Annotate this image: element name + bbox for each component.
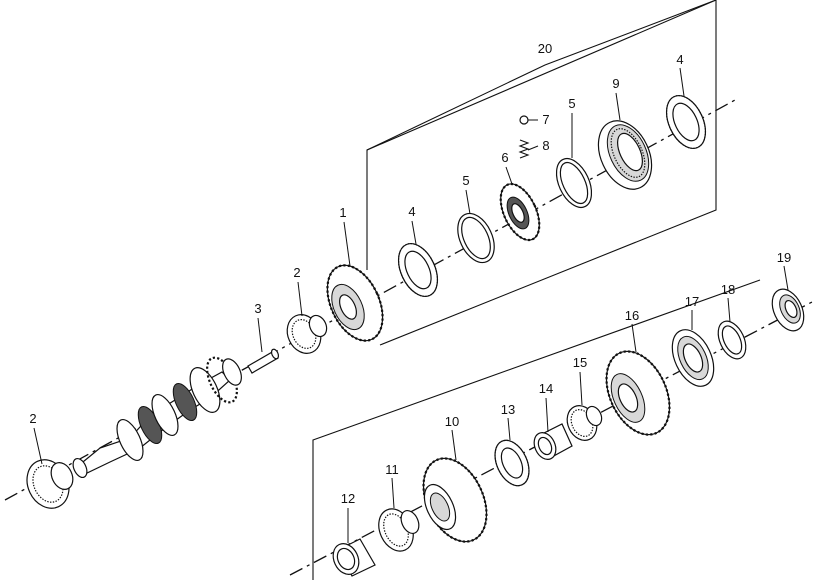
synchro-hub-6: [499, 182, 541, 242]
callout-4-right: 4: [676, 52, 683, 67]
gear-10: [422, 457, 488, 543]
leader-lines: [33, 67, 789, 543]
spring-8: [518, 139, 530, 159]
lower-group-frame: [312, 279, 761, 580]
callout-8: 8: [542, 138, 549, 153]
needle-bearing-2-left: [26, 459, 74, 509]
callout-20: 20: [538, 41, 552, 56]
callout-5-left: 5: [462, 173, 469, 188]
ring-5-left: [457, 212, 495, 264]
needle-bearing-15: [566, 405, 603, 441]
ball-bearing-17: [671, 329, 715, 387]
synchro-ring-13: [494, 439, 530, 487]
group-20-frame: [366, 0, 717, 346]
callout-10: 10: [445, 414, 459, 429]
callout-2-left: 2: [29, 411, 36, 426]
needle-bearing-2-right: [286, 314, 328, 354]
callout-19: 19: [777, 250, 791, 265]
callout-2-right: 2: [293, 265, 300, 280]
callout-7: 7: [542, 112, 549, 127]
callout-14: 14: [539, 381, 553, 396]
callout-13: 13: [501, 402, 515, 417]
bushing-14: [533, 423, 573, 460]
callout-5-right: 5: [568, 96, 575, 111]
callout-18: 18: [721, 282, 735, 297]
callout-11: 11: [385, 462, 399, 477]
seal-19: [771, 288, 805, 332]
callout-15: 15: [573, 355, 587, 370]
callout-4-left: 4: [408, 204, 415, 219]
synchro-ring-4-right: [665, 95, 707, 149]
snap-ring-18: [717, 320, 747, 360]
sleeve-9: [597, 120, 653, 190]
ring-5-right: [555, 157, 593, 209]
callout-6: 6: [501, 150, 508, 165]
gear-1: [326, 264, 384, 342]
ball-7: [519, 115, 529, 125]
synchro-ring-4-left: [397, 243, 439, 297]
callout-17: 17: [685, 294, 699, 309]
pin-3: [247, 348, 280, 374]
needle-bearing-11: [378, 508, 420, 552]
bushing-12: [332, 538, 376, 577]
callout-3: 3: [254, 301, 261, 316]
callout-12: 12: [341, 491, 355, 506]
callout-1: 1: [339, 205, 346, 220]
group-20-bracket: [366, 0, 717, 151]
main-shaft: [72, 356, 242, 479]
callout-16: 16: [625, 308, 639, 323]
callout-9: 9: [612, 76, 619, 91]
gear-16: [605, 350, 671, 436]
